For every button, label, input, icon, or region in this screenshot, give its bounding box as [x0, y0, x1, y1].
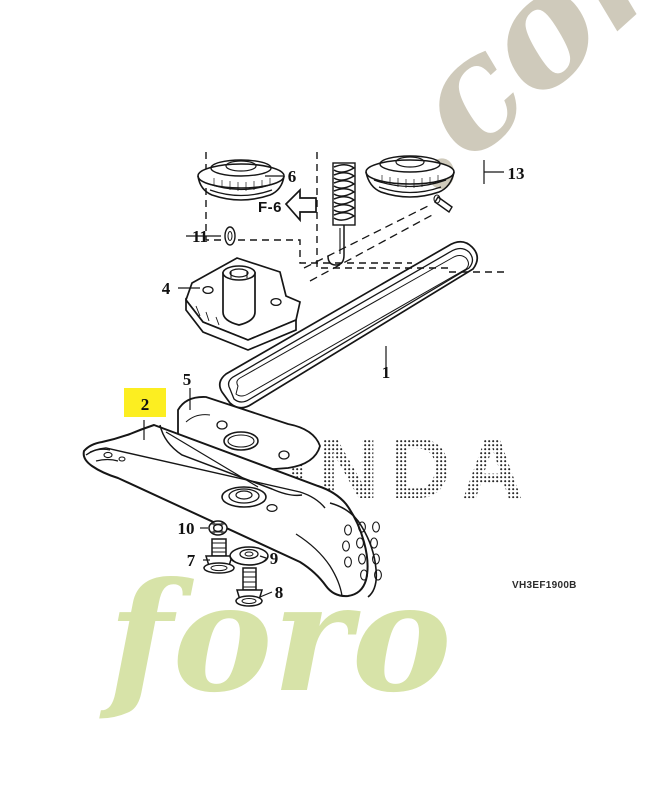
part-4-boss-holder: [185, 257, 301, 351]
part-2-blade: [82, 423, 382, 598]
part-11-pin: [224, 226, 236, 246]
callout-11: 11: [192, 227, 208, 246]
callout-4: 4: [162, 279, 171, 298]
blade-tip-dimples: [342, 521, 382, 581]
callout-text-layer: 1 4 5 6 7 8 9 10 11 13: [162, 164, 525, 602]
callout-2: 2: [141, 395, 150, 414]
part-code-label: VH3EF1900B: [512, 580, 577, 591]
part-13-pulley-assembly: [365, 155, 455, 214]
part-8-blade-bolt: [235, 567, 264, 607]
belt-routing-dashed: [303, 204, 435, 282]
watermark-foro: foro: [99, 550, 452, 726]
part-10-lock-nut: [208, 520, 228, 536]
section-reference-label: F-6: [258, 199, 282, 216]
callout-1: 1: [382, 363, 391, 382]
reference-frame-left: [205, 152, 412, 264]
section-arrow-f6: [284, 187, 317, 223]
callout-9: 9: [270, 549, 279, 568]
part-6-pulley: [197, 159, 285, 201]
part-7-flange-bolt: [203, 538, 235, 574]
callout-5: 5: [183, 370, 192, 389]
callout-8: 8: [275, 583, 284, 602]
part-1-v-belt: [218, 240, 479, 409]
callout-10: 10: [178, 519, 195, 538]
callout-13: 13: [508, 164, 525, 183]
watermark-layer: .com HONDA foro: [99, 0, 652, 726]
callout-7: 7: [187, 551, 196, 570]
callout-2-highlight-box: [124, 388, 166, 417]
leader-lines: [143, 160, 504, 598]
highlighted-callout-2[interactable]: 2: [124, 388, 166, 417]
part-9-blade-washer: [229, 546, 269, 566]
callout-6: 6: [288, 167, 297, 186]
